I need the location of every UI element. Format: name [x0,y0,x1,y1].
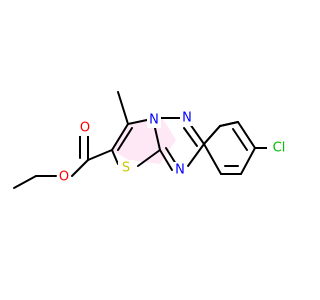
bond-ph3-ph4 [240,147,256,175]
bond-n2-c2 [189,123,205,145]
bond-ph2-ph3-double [232,128,248,151]
bond-s-c7a [137,149,161,167]
atom-o-carbonyl: O [80,121,90,136]
bonds [13,91,269,189]
bond-ph2-ph3 [237,121,256,149]
bond-c6-s [111,149,119,165]
bond-c6-c5-double [117,127,133,151]
atom-o-ester: O [59,170,69,185]
bond-c2-n4 [187,143,205,167]
molecule-structure: O O N N N S Cl [13,91,289,189]
bond-n4-c7a [159,149,173,171]
atom-cl: Cl [273,141,286,156]
bond-ch3-ch2 [13,175,37,189]
bond-c6-c5 [111,123,129,151]
bond-n-bridge-c7a [154,127,161,151]
atom-s: S [122,161,130,176]
bond-o-ester-carbonyl-c [71,159,89,177]
bond-ph-top-left [219,121,239,127]
atom-n-bridge: N [149,113,159,128]
bond-carbonyl-c-ring [87,149,113,161]
bond-c5-n-bridge [127,119,148,125]
atom-n2: N [182,111,192,126]
atom-n4: N [175,163,185,178]
atom-labels: O O N N N S Cl [57,110,289,185]
bond-ph5-ph6 [203,143,222,175]
bond-n4-c7a-double [165,147,177,165]
bond-ph1-ph6 [203,125,221,145]
bond-n2-c2-double [183,127,198,147]
bond-c5-methyl [117,91,129,125]
